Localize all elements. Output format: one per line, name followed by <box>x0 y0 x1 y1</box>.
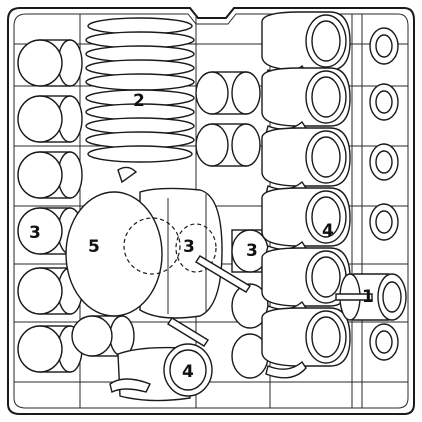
label-bowl: 5 <box>88 237 100 257</box>
right-cup-column <box>262 12 398 378</box>
label-left-cups: 3 <box>29 223 41 243</box>
label-plates: 2 <box>133 91 145 111</box>
plate-stack <box>86 18 194 162</box>
label-bottom-small-bowl: 4 <box>182 362 194 382</box>
label-right-cups: 4 <box>322 221 334 241</box>
label-in-bowl-glass: 3 <box>183 237 195 257</box>
label-middle-cups: 3 <box>246 241 258 261</box>
small-bowl <box>110 344 212 401</box>
label-right-tumbler: 1 <box>362 287 374 307</box>
